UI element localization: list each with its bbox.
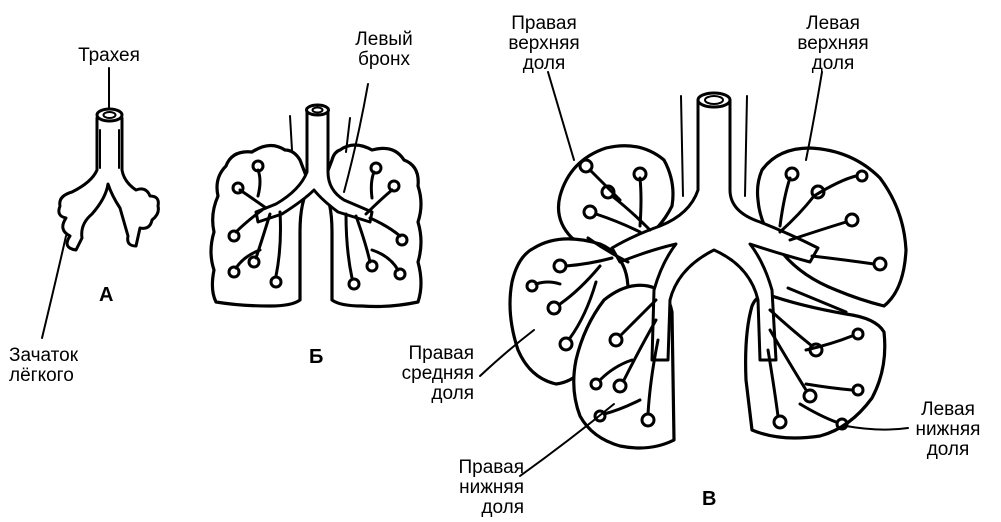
label-lung-bud: Зачаток лёгкого [9,346,119,386]
stage-label-b: Б [309,346,323,369]
label-left-bronchus: Левый бронх [336,30,432,70]
label-right-middle-lobe: Правая средняя доля [374,344,474,404]
label-trachea: Трахея [62,46,156,66]
label-right-upper-lobe: Правая верхняя доля [490,14,598,74]
stage-a-drawing [59,109,159,250]
label-left-upper-lobe: Левая верхняя доля [778,14,888,74]
stage-a-trachea-opening [97,109,122,121]
stage-a-trachea-buds [59,118,159,250]
stage-b-drawing [211,105,421,307]
stage-label-a: А [99,284,113,307]
label-left-lower-lobe: Левая нижняя доля [896,400,1000,460]
stage-label-c: В [702,488,716,511]
label-right-lower-lobe: Правая нижняя доля [418,458,524,518]
